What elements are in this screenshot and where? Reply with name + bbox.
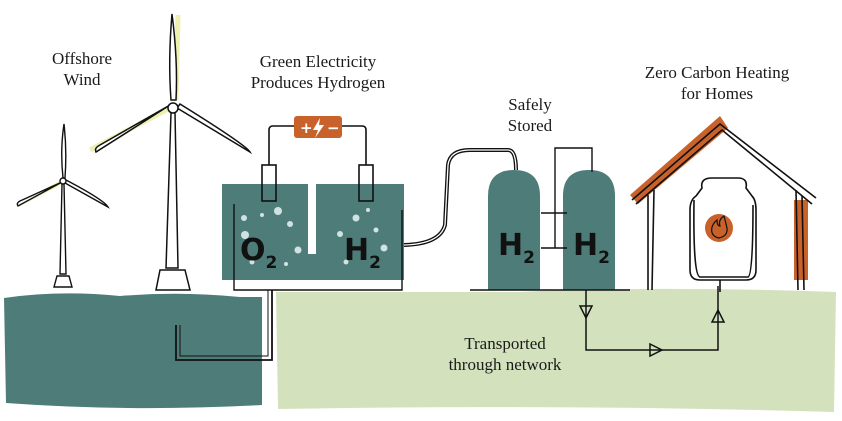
tank1-symbol: H (498, 228, 523, 263)
flame-icon (711, 215, 728, 239)
svg-text:H2: H2 (344, 233, 381, 273)
oxygen-symbol: O (240, 233, 266, 268)
label-green-electricity: Green Electricity Produces Hydrogen (250, 52, 386, 92)
svg-text:−: − (327, 119, 340, 137)
gas-network (578, 286, 726, 358)
svg-text:+: + (300, 119, 313, 137)
label-zero-carbon: Zero Carbon Heating for Homes (644, 63, 790, 103)
label-safely-stored: Safely Stored (507, 95, 553, 135)
land-network-block (276, 288, 836, 412)
label-offshore-wind: Offshore Wind (51, 49, 113, 89)
sea-block (4, 293, 262, 409)
tank2-subscript: 2 (598, 248, 610, 268)
arrow-up-icon (710, 308, 726, 323)
label-transported: Transported through network (448, 334, 562, 374)
oxygen-subscript: 2 (266, 253, 278, 273)
svg-text:O2: O2 (240, 233, 277, 273)
electrolyser: O2 H2 (222, 125, 404, 291)
heating-flame-badge (705, 214, 733, 242)
tank1-subscript: 2 (523, 248, 535, 268)
house (630, 116, 817, 292)
sea-cable (175, 290, 273, 361)
svg-text:H2: H2 (573, 228, 610, 268)
large-wind-turbine (88, 13, 253, 291)
hydrogen-symbol: H (344, 233, 369, 268)
svg-text:H2: H2 (498, 228, 535, 268)
hydrogen-subscript: 2 (369, 253, 381, 273)
arrow-down-icon (578, 305, 594, 320)
tank2-symbol: H (573, 228, 598, 263)
battery-icon: + − (294, 116, 342, 138)
storage-tanks: H2 H2 (470, 147, 630, 291)
small-wind-turbine (16, 123, 110, 288)
arrow-right-icon (649, 342, 664, 358)
